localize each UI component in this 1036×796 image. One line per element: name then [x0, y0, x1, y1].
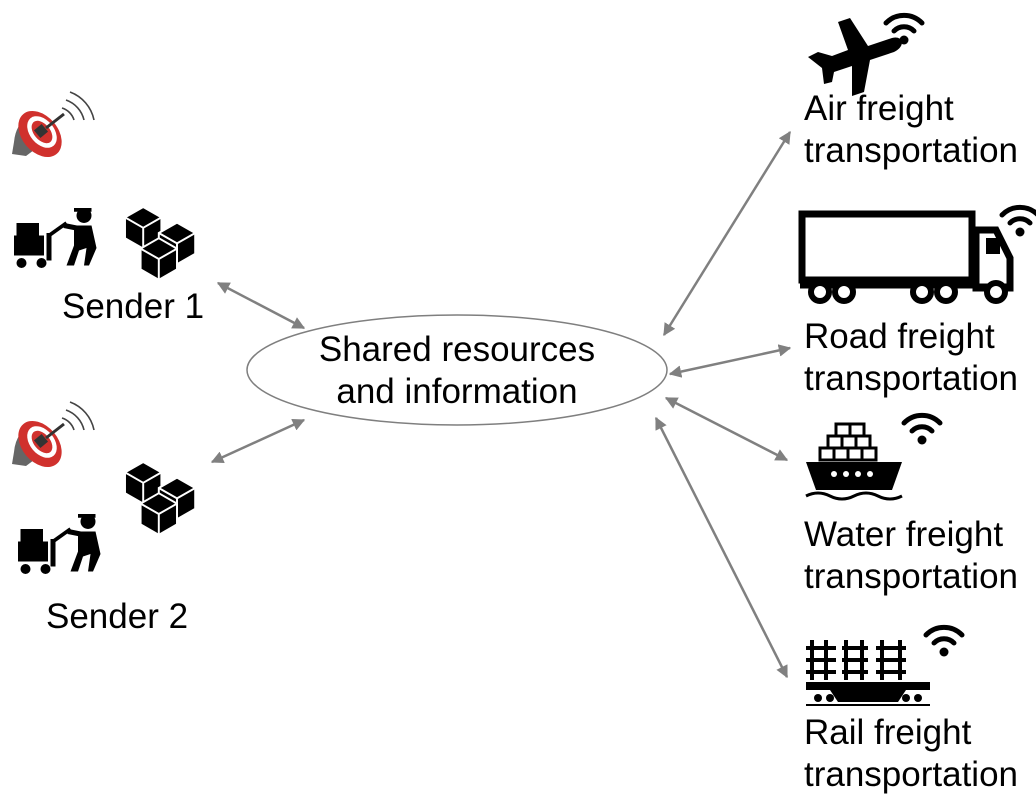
packages-icon — [124, 461, 197, 536]
sender2-icons — [7, 400, 197, 574]
ship-icon — [805, 415, 940, 501]
airplane-icon — [808, 15, 922, 96]
rail-freight-line1: Rail freight — [804, 713, 972, 752]
satellite-dish-icon — [7, 90, 96, 167]
sender1-icons — [7, 90, 197, 281]
arrow-rail — [654, 416, 789, 679]
arrow-sender2 — [210, 418, 306, 464]
rail-freight-label: Rail freight transportation — [804, 712, 1018, 796]
arrow-sender1 — [216, 281, 306, 330]
road-freight-line2: transportation — [804, 359, 1019, 398]
worker-with-cart-icon — [14, 208, 97, 268]
air-freight-line2: transportation — [804, 131, 1019, 170]
center-label: Shared resources and information — [277, 329, 637, 413]
arrow-road — [668, 344, 792, 378]
water-freight-line1: Water freight — [804, 515, 1004, 554]
packages-icon — [124, 206, 197, 281]
arrow-water — [664, 396, 789, 462]
air-freight-label: Air freight transportation — [804, 88, 1018, 172]
air-freight-line1: Air freight — [804, 89, 954, 128]
center-label-line1: Shared resources — [318, 330, 596, 369]
sender2-label: Sender 2 — [46, 597, 189, 636]
satellite-dish-icon — [7, 400, 96, 477]
road-freight-label: Road freight transportation — [804, 316, 1018, 400]
road-freight-line1: Road freight — [804, 317, 995, 356]
center-ellipse — [246, 314, 668, 426]
rail-freight-line2: transportation — [804, 755, 1019, 794]
worker-with-cart-icon — [18, 514, 101, 574]
water-freight-label: Water freight transportation — [804, 514, 1018, 598]
water-freight-line2: transportation — [804, 557, 1019, 596]
arrow-air — [662, 130, 792, 337]
truck-icon — [798, 207, 1036, 304]
sender1-label: Sender 1 — [62, 287, 205, 326]
center-label-line2: and information — [336, 372, 578, 411]
train-icon — [806, 627, 962, 706]
